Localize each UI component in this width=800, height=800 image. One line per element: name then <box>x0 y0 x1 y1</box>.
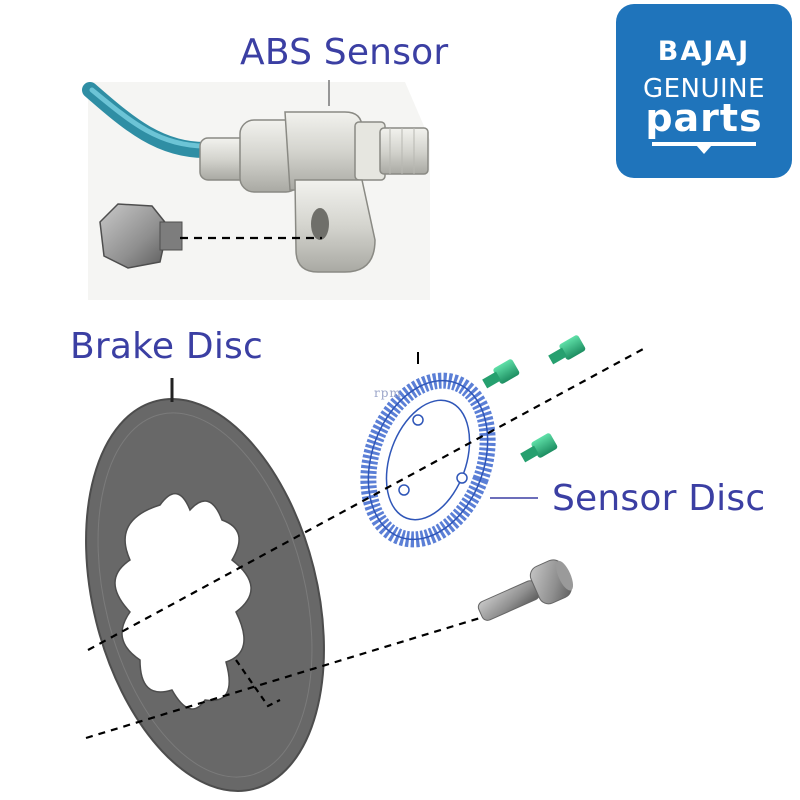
bajaj-genuine-parts-logo: BAJAJ GENUINE parts <box>616 4 792 178</box>
assembly-axis-line-upper <box>87 347 646 651</box>
assembly-axis-line-lower <box>85 616 481 740</box>
mounting-bolt <box>99 203 183 269</box>
sensor-disc-screws <box>482 335 586 463</box>
logo-underline <box>652 142 756 146</box>
brake-disc-label: Brake Disc <box>70 326 263 367</box>
brake-disc <box>85 398 325 792</box>
logo-genuine-text: GENUINE <box>642 74 766 104</box>
abs-sensor-inset <box>82 82 430 300</box>
logo-parts-text: parts <box>645 96 763 140</box>
logo-pointer-icon <box>696 145 712 154</box>
abs-sensor-label: ABS Sensor <box>240 32 449 73</box>
axle-bolt <box>477 559 574 621</box>
watermark: rpm <box>374 386 402 400</box>
logo-brand-text: BAJAJ <box>657 36 751 67</box>
assembly-offset-line <box>235 659 281 708</box>
abs-sensor-body <box>199 111 429 273</box>
sensor-disc <box>360 372 496 548</box>
sensor-disc-label: Sensor Disc <box>552 478 766 519</box>
